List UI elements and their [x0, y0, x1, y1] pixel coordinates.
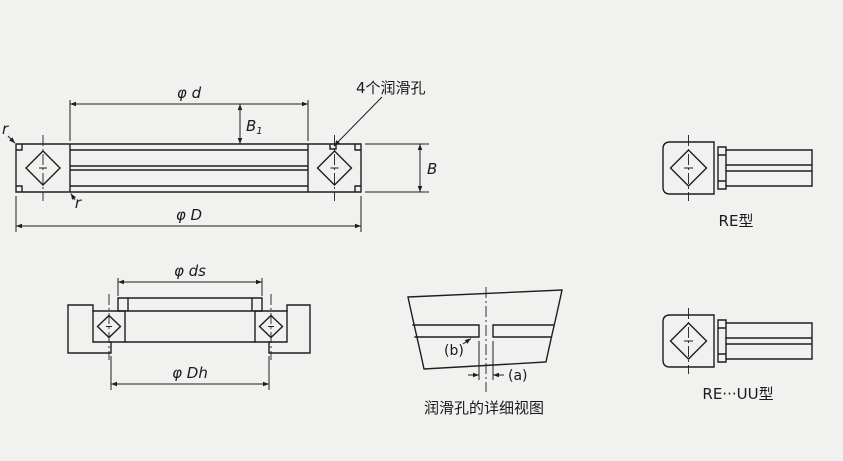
dimension-label-b1-sub: 1 — [256, 126, 262, 137]
leader-line-r-left — [7, 135, 16, 144]
dimension-extension-lines — [15, 100, 429, 232]
detail-outline — [407, 289, 563, 370]
ring-side-lines — [725, 322, 813, 360]
crossed-roller-symbol — [669, 149, 708, 187]
retainer-strip — [717, 319, 727, 363]
lube-hole-detail-view: (a) (b) 润滑孔的详细视图 — [407, 287, 563, 417]
re-uu-type-caption: RE···UU型 — [702, 385, 773, 403]
roller-centerlines — [108, 294, 272, 360]
crossed-roller-symbol — [25, 150, 61, 186]
crossed-roller-symbol — [316, 150, 353, 186]
main-section-view: φ d B1 4个润滑孔 B r r φ D — [2, 79, 437, 232]
dimension-label-b1: B1 — [246, 117, 263, 137]
dimension-label-r-inner: r — [75, 194, 82, 212]
re-uu-type-view: RE···UU型 — [662, 308, 813, 403]
dimension-label-b1-base: B — [246, 117, 256, 135]
dimension-label-b: B — [427, 160, 437, 178]
dimension-extension-lines-ds — [117, 278, 263, 296]
housing-outline — [67, 304, 311, 354]
mounting-section-view: φ ds φ Dh — [67, 262, 311, 390]
leader-line-r-inner — [70, 193, 76, 201]
re-bearing-block — [662, 141, 715, 195]
dimension-label-phi-ds: φ ds — [174, 262, 206, 280]
bearing-outline — [15, 143, 362, 193]
dimension-label-phi-Dh: φ Dh — [172, 364, 208, 382]
dimension-label-phi-D: φ D — [176, 206, 202, 224]
dimension-label-r-left: r — [2, 120, 9, 138]
ring-side-lines — [725, 149, 813, 187]
dimension-label-a: (a) — [508, 368, 528, 384]
leader-line-b — [462, 338, 472, 345]
re-uu-bearing-block — [662, 314, 715, 368]
seal-plate-band — [412, 324, 554, 338]
re-type-view: RE型 — [662, 135, 813, 230]
re-type-caption: RE型 — [719, 212, 754, 230]
label-lube-holes: 4个润滑孔 — [356, 79, 426, 97]
leader-line-lube-holes — [333, 96, 383, 147]
detail-caption: 润滑孔的详细视图 — [424, 399, 544, 417]
crossed-roller-symbol — [669, 322, 708, 360]
bearing-blocks — [92, 310, 288, 343]
retainer-strip — [717, 146, 727, 190]
clamp-plate — [117, 297, 263, 312]
roller-centerlines — [42, 135, 335, 201]
dimension-label-b: (b) — [444, 343, 464, 359]
dimension-label-phi-d: φ d — [177, 84, 202, 102]
